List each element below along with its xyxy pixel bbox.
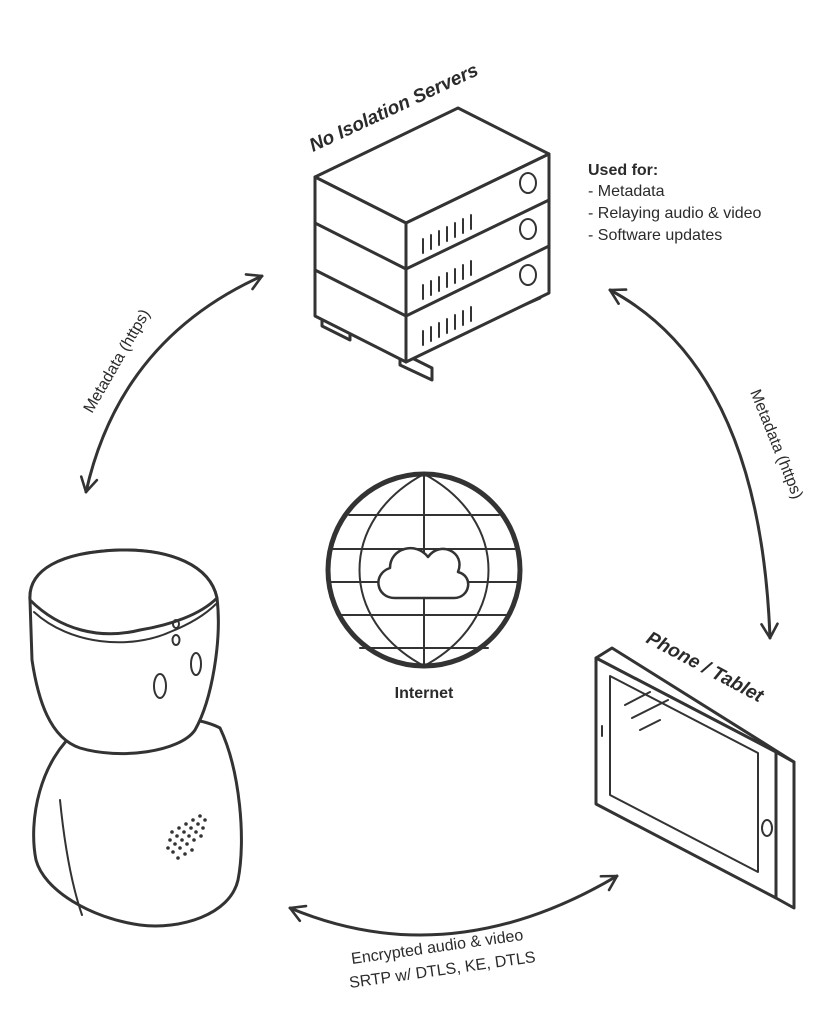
right-double-arrow-icon [608, 288, 779, 640]
used-for-item: - Metadata [588, 183, 665, 200]
right-link-label: Metadata (https) [746, 387, 805, 501]
left-double-arrow-icon [79, 273, 264, 494]
used-for-item: - Relaying audio & video [588, 205, 762, 222]
left-link-label: Metadata (https) [81, 307, 154, 416]
server-rack-icon [313, 106, 551, 382]
used-for-item: - Software updates [588, 227, 722, 244]
used-for-heading: Used for: [588, 162, 658, 179]
internet-label: Internet [395, 685, 454, 702]
robot-avatar-icon [28, 548, 243, 928]
bottom-double-arrow-icon [288, 874, 619, 937]
tablet-icon [594, 646, 796, 910]
globe-cloud-icon [325, 471, 523, 669]
